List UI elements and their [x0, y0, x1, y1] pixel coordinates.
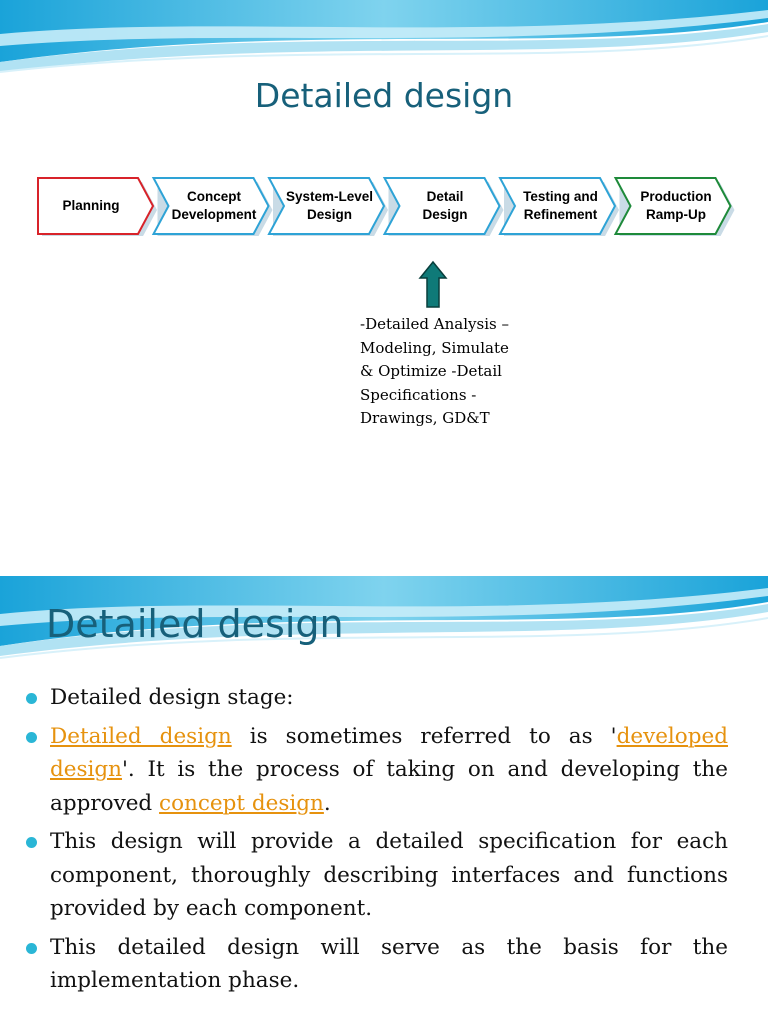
up-arrow-icon — [418, 260, 448, 308]
process-step-label-line: Detail — [426, 189, 464, 204]
process-step-chevron — [37, 177, 155, 235]
bullet-item: This detailed design will serve as the b… — [26, 931, 728, 998]
process-step-label-line: Ramp-Up — [646, 207, 706, 222]
bullet-item: This design will provide a detailed spec… — [26, 825, 728, 926]
note-line: Specifications - — [360, 385, 477, 404]
detail-design-note: -Detailed Analysis – Modeling, Simulate … — [360, 313, 530, 431]
bullet-dot-icon — [26, 837, 37, 848]
bullet-text: This design will provide a detailed spec… — [50, 829, 728, 921]
note-line: -Detailed Analysis – — [360, 315, 509, 333]
process-step-label: Planning — [38, 186, 144, 226]
bullet-dot-icon — [26, 693, 37, 704]
header-swoosh-decoration — [0, 0, 768, 73]
bullet-text: is sometimes referred to as ' — [231, 723, 617, 749]
bullet-text: . — [323, 790, 331, 816]
slide-2: Detailed design Detailed design stage:De… — [0, 576, 768, 1024]
bullet-list: Detailed design stage: Detailed design is… — [26, 681, 728, 1003]
term-link[interactable]: concept design — [159, 790, 324, 816]
bullet-item: Detailed design is sometimes referred to… — [26, 720, 728, 821]
term-link[interactable]: Detailed design — [50, 723, 232, 749]
process-step-chevron — [151, 177, 270, 235]
header-swoosh-decoration — [0, 576, 768, 659]
process-step-label-line: Refinement — [523, 207, 598, 222]
process-step-chevron — [382, 177, 501, 235]
process-step-chevron — [613, 177, 732, 235]
process-step-label-line: Design — [306, 207, 352, 222]
bullet-dot-icon — [26, 731, 37, 743]
process-step-label-line: Concept — [187, 189, 241, 204]
slide-1-title: Detailed design — [254, 76, 514, 115]
note-line: & Optimize -Detail — [360, 362, 502, 380]
slide-2-title: Detailed design — [46, 602, 344, 646]
process-step-label-line: Development — [171, 207, 257, 222]
bullet-item: Detailed design stage: — [26, 681, 728, 715]
bullet-text: This detailed design will serve as the b… — [50, 934, 728, 994]
process-step-label-line: Design — [422, 207, 468, 222]
process-step-chevron — [267, 177, 386, 235]
bullet-text: '. It is the process of taking on and de… — [50, 757, 728, 816]
process-step-label-line: System-Level — [285, 189, 374, 204]
note-line: Drawings, GD&T — [360, 409, 490, 427]
process-step-chevron — [498, 177, 617, 235]
bullet-dot-icon — [26, 942, 37, 954]
process-diagram — [37, 177, 735, 236]
process-step-label-line: Planning — [62, 198, 120, 213]
process-step-label-line: Testing and — [523, 189, 598, 204]
process-step-label-line: Production — [640, 189, 712, 204]
term-link[interactable]: developed design — [50, 723, 729, 783]
bullet-text: Detailed design stage: — [50, 685, 294, 710]
note-line: Modeling, Simulate — [360, 338, 509, 357]
